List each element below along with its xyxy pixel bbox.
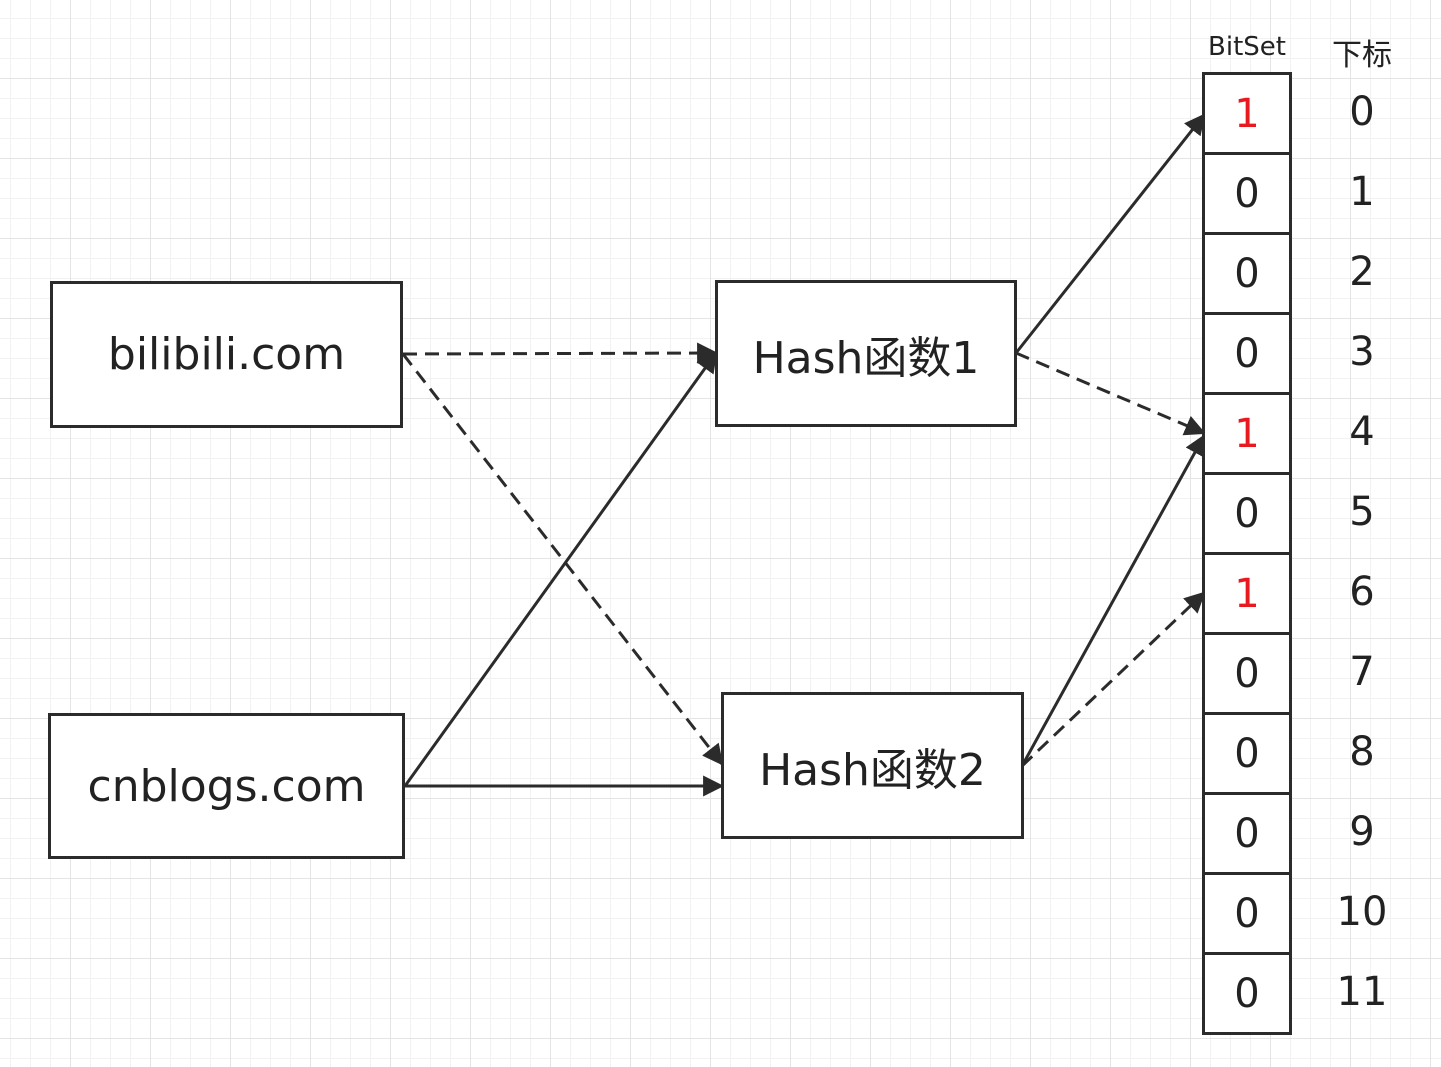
bitset-title: BitSet xyxy=(1208,32,1286,62)
edge-hash2-to-bit4 xyxy=(1020,434,1206,767)
bit-index: 0 xyxy=(1349,89,1375,135)
hash-label: Hash函数1 xyxy=(752,332,980,384)
bit-index: 4 xyxy=(1349,409,1375,455)
bit-index: 6 xyxy=(1349,569,1375,615)
bit-cell: 1 xyxy=(1205,392,1289,472)
bit-index: 10 xyxy=(1336,889,1388,935)
hash-label: Hash函数2 xyxy=(759,744,986,796)
bit-cell: 1 xyxy=(1234,90,1260,137)
input-node-bilibili: bilibili.com xyxy=(50,281,403,428)
hash-function-2-node: Hash函数2 xyxy=(721,692,1024,839)
bit-cell: 1 xyxy=(1205,552,1289,632)
bit-index: 11 xyxy=(1336,969,1388,1015)
edge-bilibili-to-hash1 xyxy=(402,342,719,364)
bit-index: 7 xyxy=(1349,649,1375,695)
bit-cell: 0 xyxy=(1205,472,1289,552)
edge-bilibili-to-hash2 xyxy=(401,353,724,766)
bit-cell: 0 xyxy=(1205,312,1289,392)
bit-cell: 0 xyxy=(1205,232,1289,312)
edge-hash2-to-bit6 xyxy=(1020,591,1206,768)
input-node-cnblogs: cnblogs.com xyxy=(48,713,405,859)
bit-cell: 0 xyxy=(1205,632,1289,712)
hash-function-1-node: Hash函数1 xyxy=(715,280,1017,427)
bit-index: 3 xyxy=(1349,329,1375,375)
bit-cell: 0 xyxy=(1205,152,1289,232)
edge-hash1-to-bit4 xyxy=(1015,351,1206,436)
input-label: bilibili.com xyxy=(107,329,346,380)
index-column: 0 1 2 3 4 5 6 7 8 9 10 11 xyxy=(1322,72,1402,1032)
edge-cnblogs-to-hash1 xyxy=(403,351,718,787)
index-title: 下标 xyxy=(1332,38,1392,73)
bit-index: 2 xyxy=(1349,249,1375,295)
bit-cell: 0 xyxy=(1205,712,1289,792)
input-label: cnblogs.com xyxy=(87,760,366,812)
edge-hash1-to-bit0 xyxy=(1014,113,1206,354)
bit-cell: 0 xyxy=(1205,872,1289,952)
bit-index: 5 xyxy=(1349,489,1375,535)
bit-index: 9 xyxy=(1349,809,1375,855)
bit-index: 1 xyxy=(1349,169,1375,215)
bit-index: 8 xyxy=(1349,729,1375,775)
bit-cell: 0 xyxy=(1205,952,1289,1032)
bit-cell: 0 xyxy=(1205,792,1289,872)
